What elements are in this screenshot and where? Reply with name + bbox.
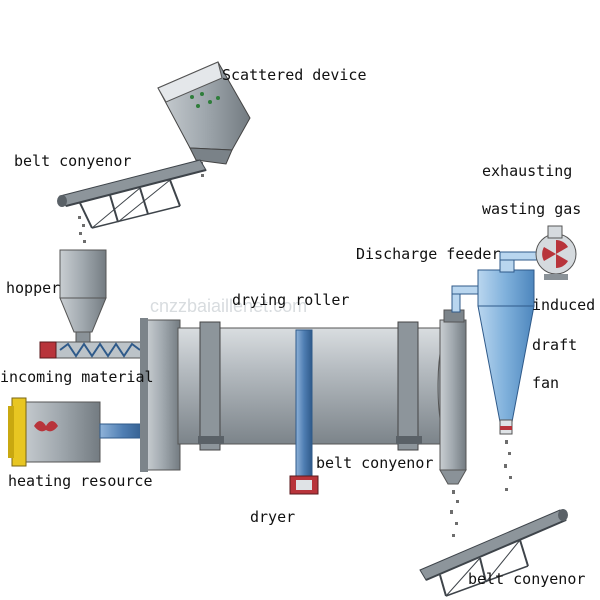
belt-conveyor-bottom xyxy=(419,509,568,597)
screw-feeder xyxy=(39,341,147,359)
label-fan: fan xyxy=(532,374,559,392)
label-wasting-gas: wasting gas xyxy=(482,200,581,218)
label-heating-resource: heating resource xyxy=(8,472,153,490)
scattered-device xyxy=(157,61,251,165)
label-scattered-device: Scattered device xyxy=(222,66,367,84)
flame-icon xyxy=(34,421,58,432)
label-belt-conveyor-mid: belt conyenor xyxy=(316,454,433,472)
drying-roller xyxy=(177,321,463,477)
watermark: cnzzbaiaillenet.com xyxy=(150,296,307,316)
material-stream-hopper xyxy=(78,216,86,243)
cyclone-separator xyxy=(477,251,545,435)
belt-conveyor-top xyxy=(57,159,207,229)
material-stream-cyclone xyxy=(504,440,512,491)
label-dryer: dryer xyxy=(250,508,295,526)
fan-icon xyxy=(542,240,568,268)
induced-draft-fan xyxy=(535,225,577,280)
material-stream-discharge xyxy=(450,490,459,537)
label-induced: induced xyxy=(532,296,595,314)
label-hopper: hopper xyxy=(6,279,60,297)
label-draft: draft xyxy=(532,336,577,354)
label-belt-conveyor-bottom: belt conyenor xyxy=(468,570,585,588)
drive-motor xyxy=(289,475,319,495)
label-belt-conveyor-top: belt conyenor xyxy=(14,152,131,170)
drum-feed-head xyxy=(140,318,181,472)
label-exhausting: exhausting xyxy=(482,162,572,180)
label-discharge-feeder: Discharge feeder xyxy=(356,245,501,263)
hopper xyxy=(59,249,107,347)
label-drying-roller: drying roller xyxy=(232,291,349,309)
label-incoming-material: incoming material xyxy=(0,368,154,386)
drum-discharge-head xyxy=(439,309,467,485)
heating-resource xyxy=(8,397,147,467)
